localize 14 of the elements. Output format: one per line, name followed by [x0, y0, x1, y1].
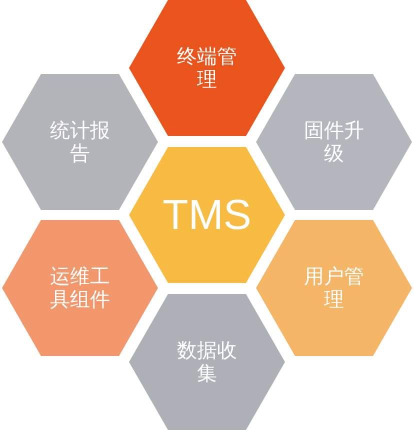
hexagon-tile — [2, 74, 158, 210]
tile-label: 统计报告 — [49, 119, 111, 165]
hexagon-tile — [2, 220, 158, 356]
tile-label: 运维工具组件 — [49, 265, 111, 311]
hexagon-tile — [129, 0, 285, 136]
tile-label: 数据收集 — [176, 339, 238, 385]
hexagon-tile — [256, 220, 412, 356]
tile-label: 固件升级 — [303, 119, 365, 165]
hexagon-tile — [129, 147, 285, 283]
tile-label: TMS — [162, 190, 252, 240]
hexagon-tile — [129, 294, 285, 430]
tile-label: 终端管理 — [176, 45, 238, 91]
tile-label: 用户管理 — [303, 265, 365, 311]
hexagon-tile — [256, 74, 412, 210]
